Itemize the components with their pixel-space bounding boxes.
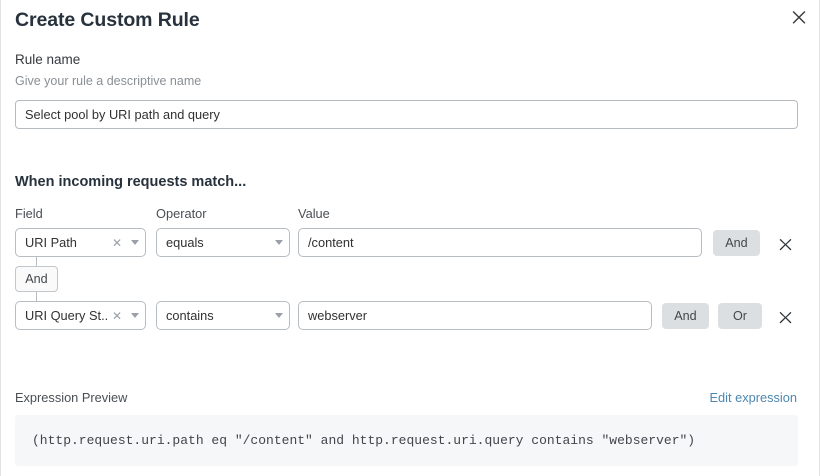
delete-condition-button-row-2[interactable]: [775, 307, 795, 327]
expression-preview-box: (http.request.uri.path eq "/content" and…: [15, 415, 798, 466]
clear-icon[interactable]: ✕: [111, 235, 122, 250]
delete-condition-button-row-1[interactable]: [775, 234, 795, 254]
or-button-row-2[interactable]: Or: [718, 303, 762, 329]
and-button-row-1[interactable]: And: [713, 230, 760, 256]
field-select-value-row-2: URI Query St...: [25, 308, 109, 323]
value-input-row-1[interactable]: [298, 228, 702, 257]
close-icon: [779, 238, 792, 251]
chevron-down-icon[interactable]: [125, 240, 145, 245]
operator-select-row-2[interactable]: contains: [156, 301, 290, 330]
match-section-heading: When incoming requests match...: [15, 174, 247, 190]
close-dialog-button[interactable]: [789, 7, 809, 27]
field-select-row-2[interactable]: URI Query St... ✕: [15, 301, 146, 330]
connector-and-button[interactable]: And: [15, 266, 58, 292]
operator-select-value-row-1: equals: [166, 235, 204, 250]
connector-line-lower: [36, 292, 37, 302]
connector-line-upper: [36, 255, 37, 267]
operator-select-value-row-2: contains: [166, 308, 214, 323]
and-button-row-2[interactable]: And: [662, 303, 709, 329]
expression-preview-label: Expression Preview: [15, 390, 128, 405]
chevron-down-icon[interactable]: [125, 313, 145, 318]
clear-icon[interactable]: ✕: [111, 308, 122, 323]
column-header-value: Value: [298, 206, 330, 221]
page-title: Create Custom Rule: [15, 9, 200, 31]
expression-preview-code: (http.request.uri.path eq "/content" and…: [32, 433, 696, 448]
chevron-down-icon[interactable]: [269, 240, 289, 245]
edit-expression-link[interactable]: Edit expression: [709, 390, 798, 405]
operator-select-row-1[interactable]: equals: [156, 228, 290, 257]
close-icon: [792, 10, 806, 24]
value-input-row-2[interactable]: [298, 301, 652, 330]
close-icon: [779, 311, 792, 324]
rule-name-label: Rule name: [15, 52, 81, 67]
chevron-down-icon[interactable]: [269, 313, 289, 318]
field-select-value-row-1: URI Path: [25, 235, 77, 250]
column-header-operator: Operator: [156, 206, 207, 221]
rule-name-input[interactable]: [15, 100, 798, 129]
column-header-field: Field: [15, 206, 43, 221]
field-select-row-1[interactable]: URI Path ✕: [15, 228, 146, 257]
rule-name-help-text: Give your rule a descriptive name: [15, 74, 202, 88]
